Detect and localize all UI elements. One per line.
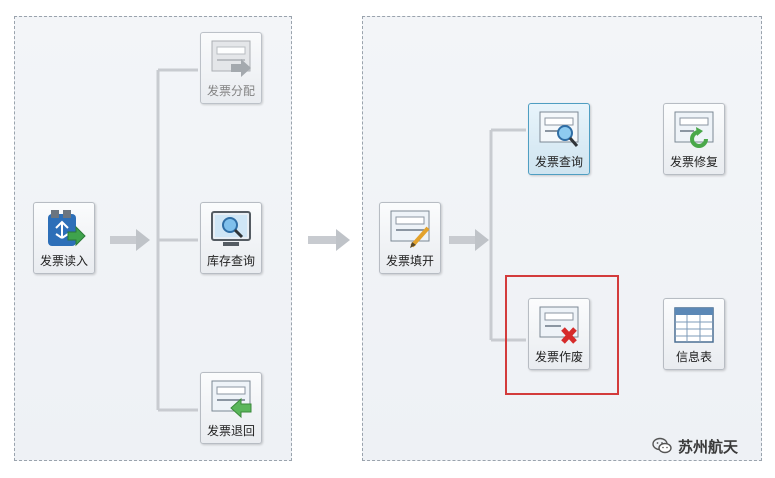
invoice-allocate-button[interactable]: 发票分配 xyxy=(200,32,262,104)
invoice-return-icon xyxy=(211,380,252,419)
invoice-void-icon xyxy=(539,306,579,344)
void-highlight-frame xyxy=(505,275,619,395)
info-table-button[interactable]: 信息表 xyxy=(663,298,725,370)
invoice-fill-label: 发票填开 xyxy=(385,254,434,268)
invoice-query-label: 发票查询 xyxy=(534,155,583,169)
invoice-allocate-label: 发票分配 xyxy=(206,84,255,98)
table-icon xyxy=(674,307,714,343)
invoice-void-button[interactable]: 发票作废 xyxy=(528,298,590,370)
watermark-text: 苏州航天 xyxy=(678,437,739,456)
stock-query-button[interactable]: 库存查询 xyxy=(200,202,262,274)
invoice-distribute-icon xyxy=(211,40,251,77)
invoice-return-label: 发票退回 xyxy=(206,424,255,438)
invoice-repair-label: 发票修复 xyxy=(669,155,718,169)
invoice-repair-icon xyxy=(674,111,714,148)
usb-import-icon xyxy=(48,210,86,247)
invoice-read-button[interactable]: 发票读入 xyxy=(33,202,95,274)
wechat-icon xyxy=(652,437,672,454)
invoice-return-button[interactable]: 发票退回 xyxy=(200,372,262,444)
invoice-search-icon xyxy=(539,111,579,147)
info-table-label: 信息表 xyxy=(675,350,712,364)
invoice-query-button[interactable]: 发票查询 xyxy=(528,103,590,175)
invoice-read-label: 发票读入 xyxy=(39,254,88,268)
invoice-repair-button[interactable]: 发票修复 xyxy=(663,103,725,175)
stock-query-label: 库存查询 xyxy=(206,254,255,268)
invoice-void-label: 发票作废 xyxy=(534,350,583,364)
monitor-search-icon xyxy=(211,211,251,246)
invoice-edit-icon xyxy=(390,210,430,248)
arrow-left-to-right-panel xyxy=(308,229,350,251)
invoice-fill-button[interactable]: 发票填开 xyxy=(379,202,441,274)
watermark: 苏州航天 xyxy=(652,433,738,459)
